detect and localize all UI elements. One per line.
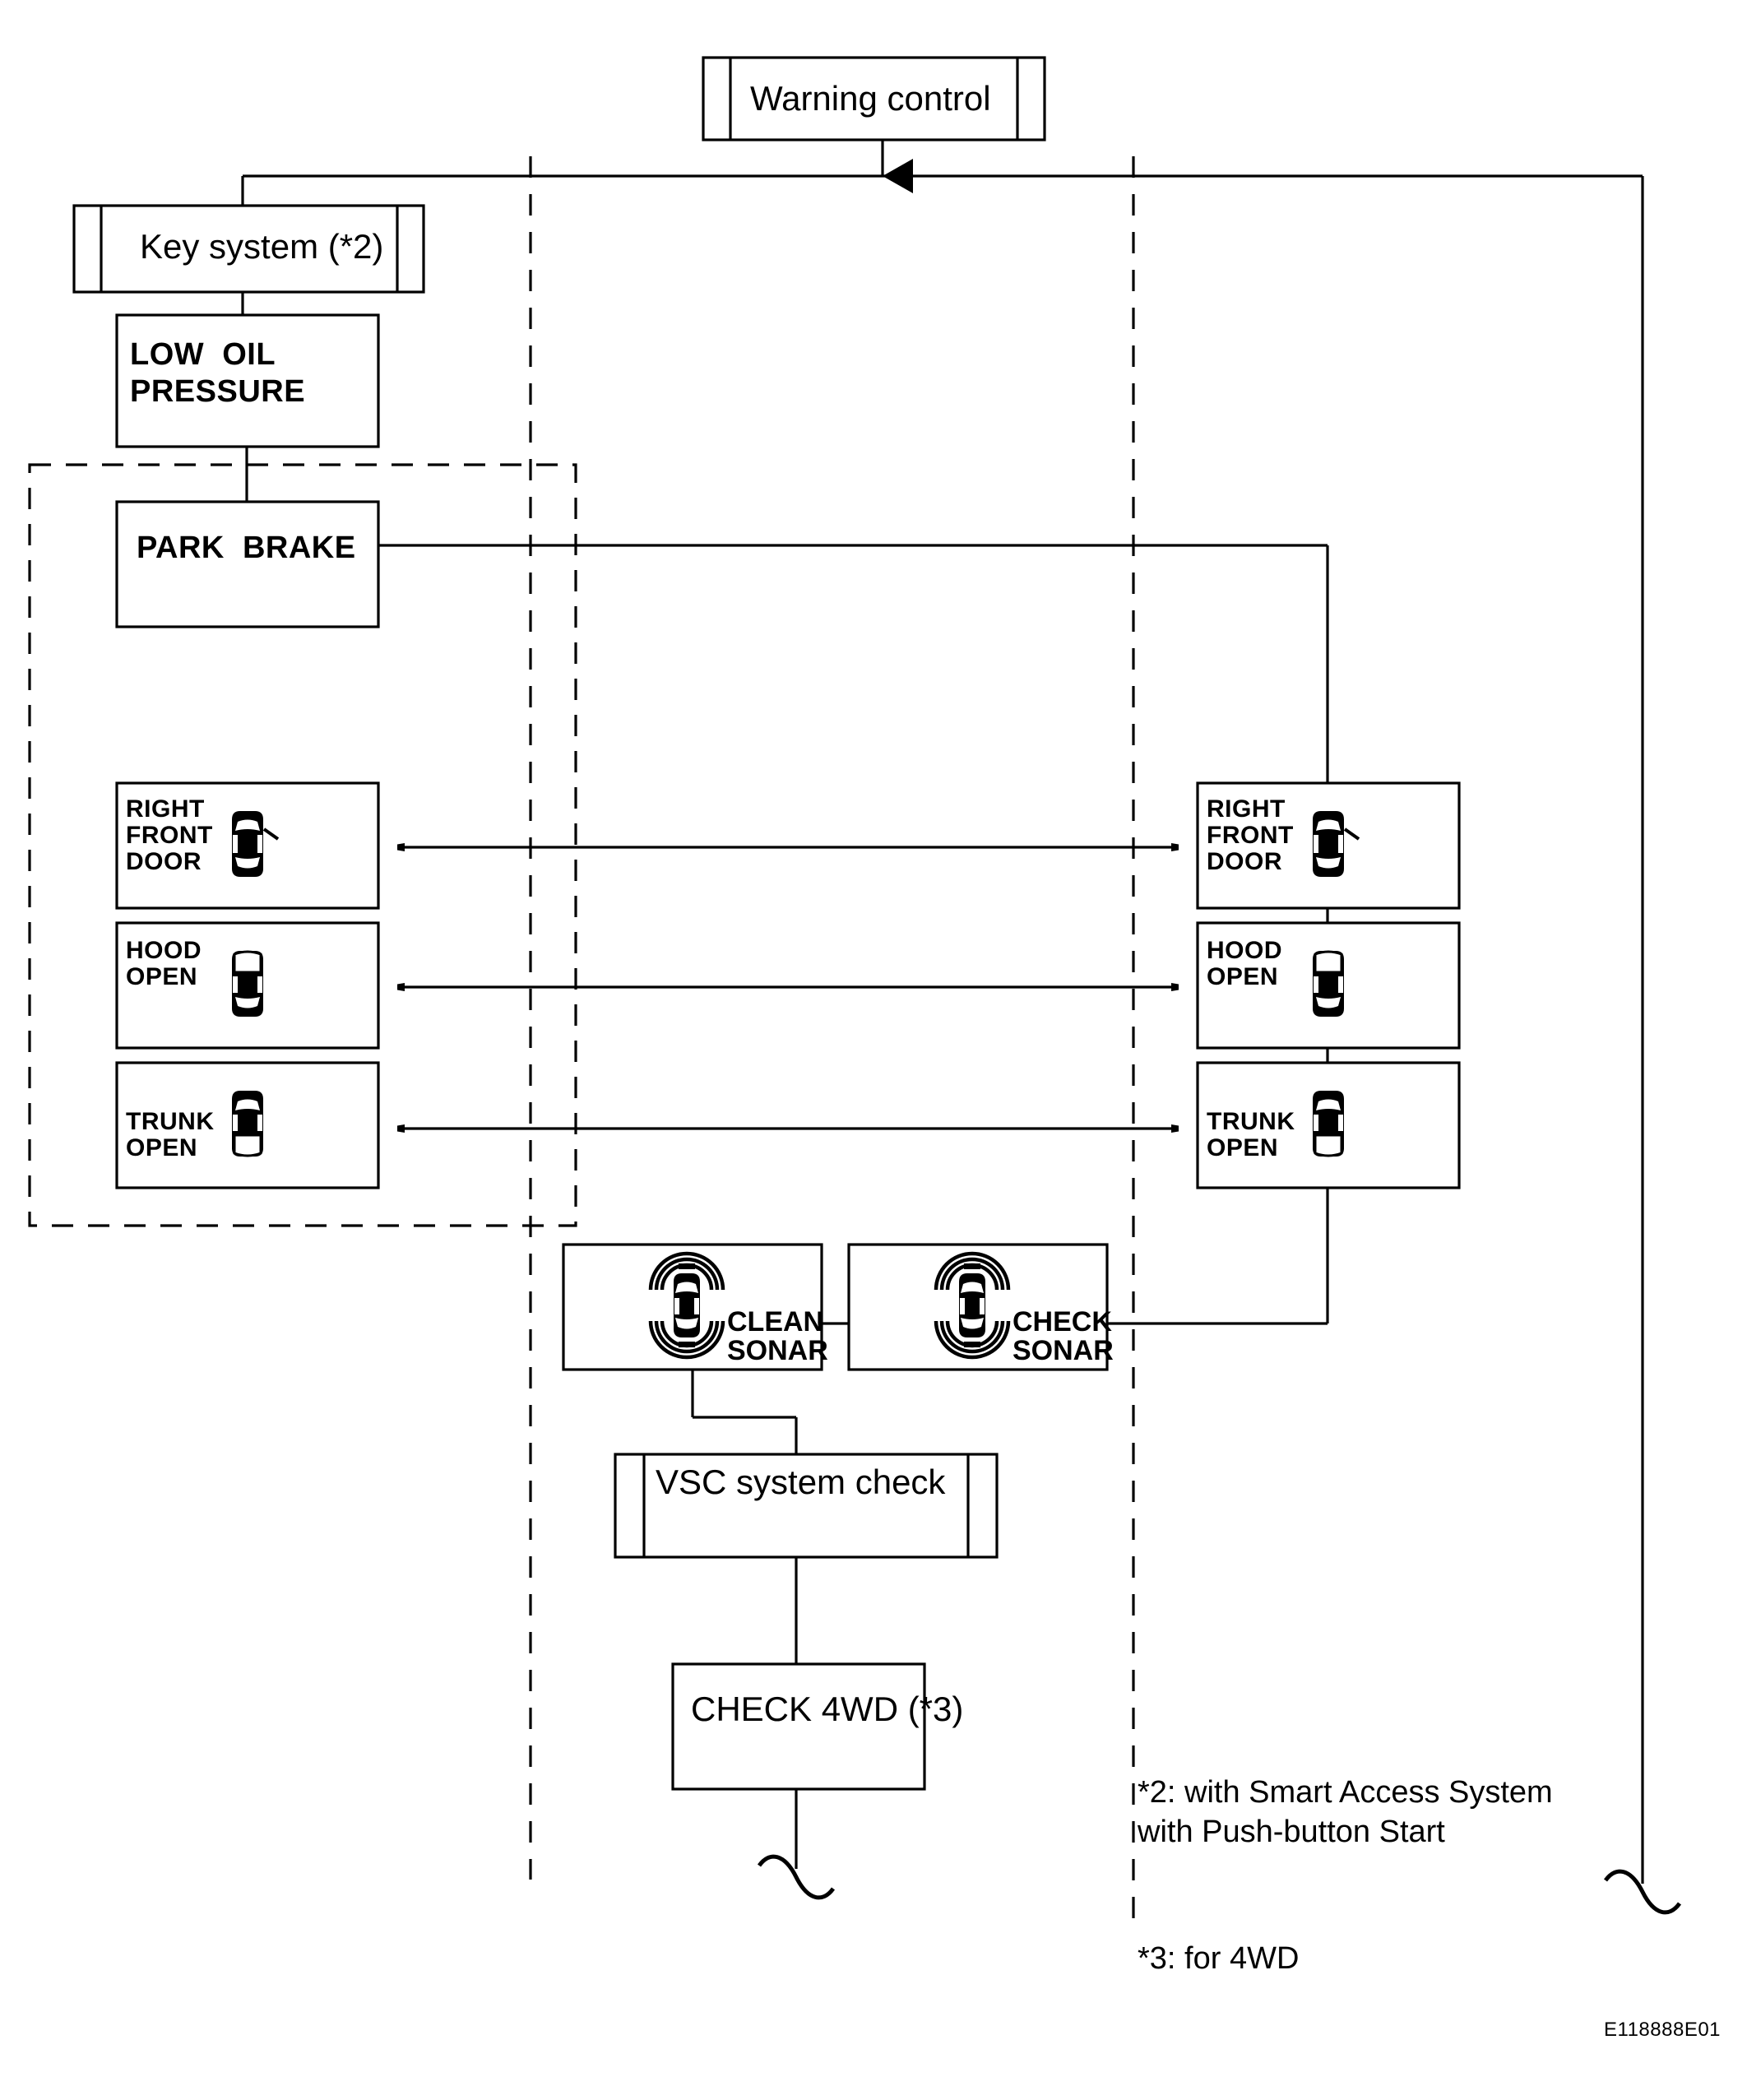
clean-sonar-label-line2: SONAR: [727, 1335, 828, 1366]
check-4wd-label: CHECK 4WD (*3): [691, 1690, 964, 1728]
car-hood-open-icon: [232, 950, 263, 1017]
low-oil-pressure-label-line1: LOW OIL: [130, 337, 276, 372]
trunk-open-right-label-line2: OPEN: [1207, 1134, 1279, 1161]
right-front-door-right-label-line1: RIGHT: [1207, 795, 1286, 823]
hood-open-left-label-line1: HOOD: [126, 937, 202, 964]
trunk-open-left-label-line1: TRUNK: [126, 1108, 215, 1135]
trunk-open-right-label-line1: TRUNK: [1207, 1108, 1295, 1135]
right-line-break-squiggle: [1603, 1869, 1682, 1915]
right-front-door-left-label-line2: FRONT: [126, 822, 213, 849]
low-oil-pressure-box: [115, 313, 380, 448]
bus-arrowhead-icon: [883, 159, 913, 193]
right-front-door-left-label-line3: DOOR: [126, 848, 202, 875]
park-brake-box: [115, 500, 380, 628]
right-front-door-right-label-line2: FRONT: [1207, 822, 1294, 849]
car-trunk-open-icon: [232, 1091, 263, 1157]
hood-open-left-label-line2: OPEN: [126, 963, 198, 990]
check-sonar-label-line2: SONAR: [1013, 1335, 1114, 1366]
car-sonar-icon: [648, 1251, 725, 1360]
key-system-box: [72, 204, 425, 294]
vsc-system-check-label: VSC system check: [656, 1463, 946, 1501]
low-oil-pressure-label-line2: PRESSURE: [130, 374, 306, 409]
hood-open-right-label-line1: HOOD: [1207, 937, 1282, 964]
car-hood-open-icon: [1313, 950, 1344, 1017]
car-sonar-icon: [934, 1251, 1011, 1360]
warning-control-box: [702, 56, 1046, 141]
footnote-2-line2: with Push-button Start: [1138, 1815, 1445, 1849]
park-brake-label: PARK BRAKE: [137, 531, 356, 565]
warning-control-label: Warning control: [750, 79, 991, 118]
drawing-code-label: E118888E01: [1604, 2019, 1722, 2041]
hood-open-right-label-line2: OPEN: [1207, 963, 1279, 990]
check-sonar-label-line1: CHECK: [1013, 1306, 1112, 1337]
dashed-group-boundary: [28, 463, 577, 1227]
footnote-2-line1: *2: with Smart Access System: [1138, 1775, 1553, 1810]
key-system-label: Key system (*2): [140, 227, 384, 266]
trunk-open-left-label-line2: OPEN: [126, 1134, 198, 1161]
car-trunk-open-icon: [1313, 1091, 1344, 1157]
check4wd-line-break-squiggle: [757, 1854, 836, 1900]
car-door-open-icon: [232, 811, 280, 877]
right-front-door-left-label-line1: RIGHT: [126, 795, 205, 823]
right-front-door-right-label-line3: DOOR: [1207, 848, 1282, 875]
clean-sonar-label-line1: CLEAN: [727, 1306, 824, 1337]
check-4wd-box: [671, 1662, 926, 1791]
footnote-3-line1: *3: for 4WD: [1138, 1941, 1300, 1976]
car-door-open-icon: [1313, 811, 1360, 877]
vsc-system-check-box: [614, 1453, 999, 1559]
